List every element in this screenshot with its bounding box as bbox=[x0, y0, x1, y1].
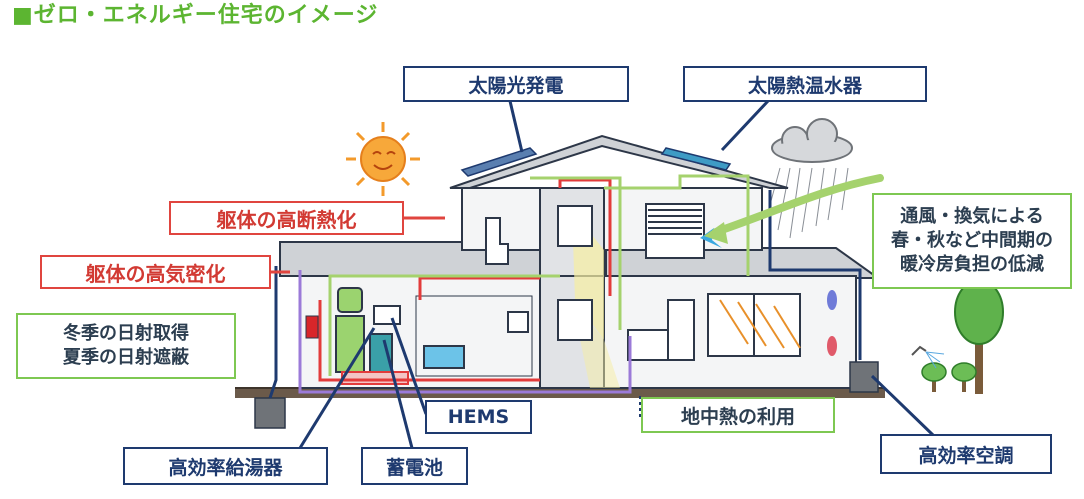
sun-icon bbox=[346, 122, 420, 196]
leader-line-red bbox=[270, 216, 445, 274]
page-title: ■ゼロ・エネルギー住宅のイメージ bbox=[12, 3, 379, 28]
fridge bbox=[667, 299, 695, 361]
ground-tank bbox=[254, 397, 286, 429]
label-hems: HEMS bbox=[425, 400, 532, 434]
shutter bbox=[648, 209, 702, 235]
bathroom bbox=[415, 295, 533, 377]
house-upper bbox=[461, 187, 763, 251]
solar-panel bbox=[460, 147, 732, 177]
label-sunlight-line2: 夏季の日射遮蔽 bbox=[63, 347, 189, 368]
water-heater-unit bbox=[335, 287, 365, 373]
label-sunlight-line1: 冬季の日射取得 bbox=[63, 322, 189, 344]
electric-box bbox=[305, 315, 319, 339]
pipe-green bbox=[328, 174, 750, 376]
ventilation-arrow bbox=[712, 174, 884, 236]
label-battery: 蓄電池 bbox=[361, 447, 468, 485]
air-outlet bbox=[827, 290, 837, 310]
label-ventilation-line3: 暖冷房負担の低減 bbox=[900, 254, 1044, 276]
rain-icon bbox=[767, 167, 849, 239]
toilet bbox=[485, 217, 509, 265]
label-sunlight: 冬季の日射取得 夏季の日射遮蔽 bbox=[16, 313, 236, 379]
cloud-icon bbox=[771, 118, 853, 163]
pipe-purple bbox=[298, 270, 632, 394]
label-air-conditioner: 高効率空調 bbox=[880, 434, 1052, 474]
sprinkler-icon bbox=[911, 345, 945, 369]
leader-line bbox=[298, 99, 936, 449]
bush-icon bbox=[921, 362, 977, 392]
label-solar-water-heater: 太陽熱温水器 bbox=[683, 66, 927, 102]
label-ventilation-line2: 春・秋など中間期の bbox=[891, 229, 1053, 251]
label-airtight: 躯体の高気密化 bbox=[40, 255, 271, 289]
floor-heating bbox=[341, 371, 409, 385]
label-geothermal: 地中熱の利用 bbox=[641, 397, 835, 433]
pipe-red bbox=[318, 178, 612, 382]
label-high-insulation: 躯体の高断熱化 bbox=[169, 201, 404, 235]
label-water-heater: 高効率給湯器 bbox=[123, 447, 328, 485]
kitchen bbox=[627, 329, 669, 361]
sink bbox=[507, 311, 529, 333]
pipe-navy bbox=[268, 190, 862, 399]
label-ventilation-line1: 通風・換気による bbox=[900, 205, 1044, 227]
air-outlet-2 bbox=[827, 336, 837, 356]
sunlight-arrows bbox=[719, 299, 801, 349]
label-ventilation: 通風・換気による 春・秋など中間期の 暖冷房負担の低減 bbox=[872, 193, 1072, 289]
hems-panel bbox=[373, 305, 401, 325]
label-solar-power: 太陽光発電 bbox=[403, 66, 629, 102]
bathtub bbox=[423, 345, 465, 369]
